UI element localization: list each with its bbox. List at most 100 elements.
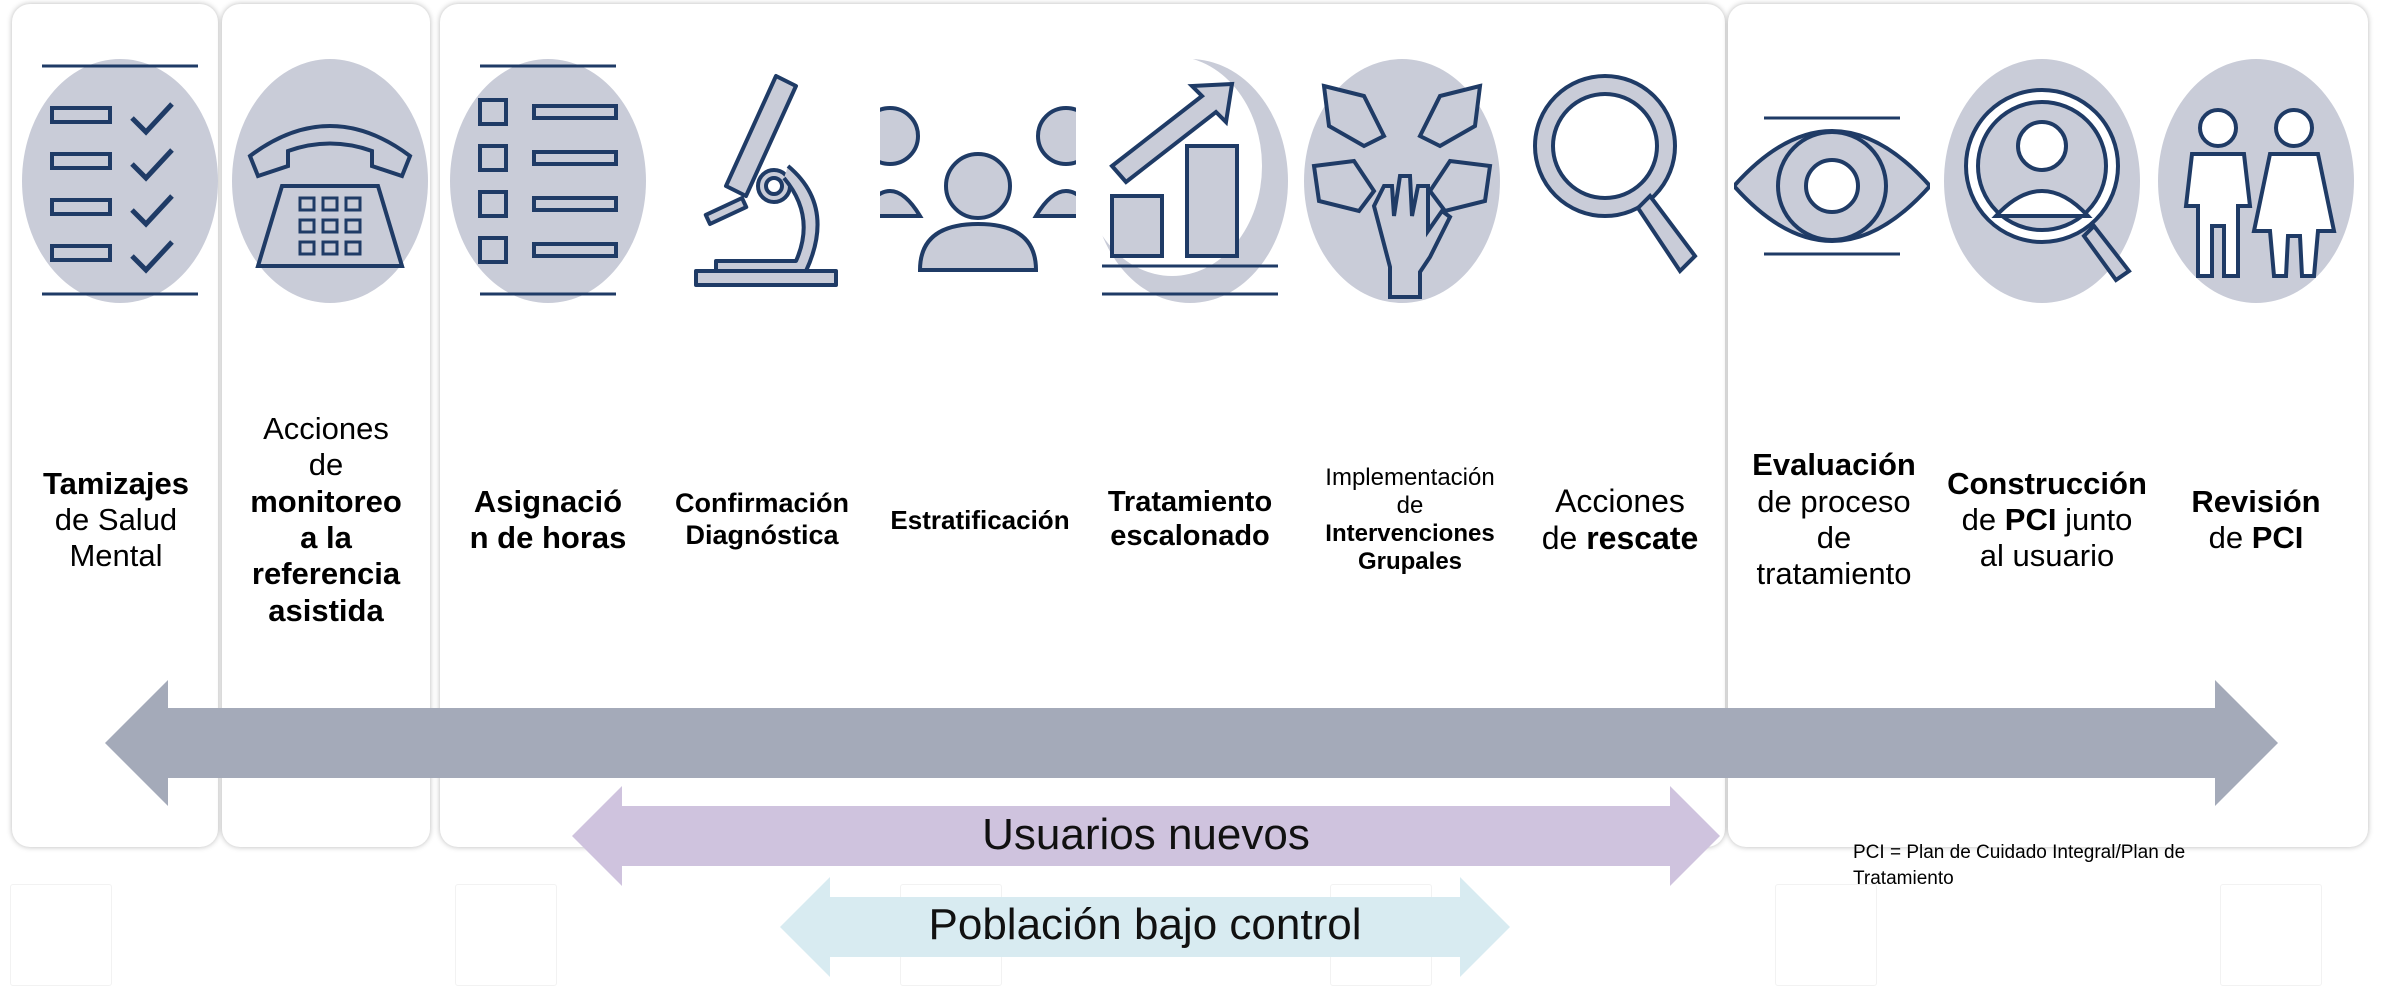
- usuarios-nuevos-arrow: [572, 786, 1720, 886]
- label-run: al usuario: [1979, 538, 2115, 574]
- label-line: Estratificación: [890, 505, 1069, 535]
- person-search-icon: [1944, 56, 2140, 306]
- label-line: monitoreo: [250, 484, 402, 520]
- poblacion-bajo-control-label: Población bajo control: [928, 900, 1362, 949]
- main-double-arrow: [105, 680, 2278, 806]
- label-bold-run: monitoreo: [250, 483, 402, 519]
- label-bold-run: n de horas: [469, 520, 627, 555]
- label-estratificacion: Estratificación: [878, 390, 1082, 650]
- growth-chart-icon: [1092, 56, 1288, 306]
- label-line: de PCI junto: [1947, 502, 2147, 538]
- label-bold-run: referencia: [251, 556, 401, 592]
- label-line: de: [1752, 520, 1916, 556]
- label-line: al usuario: [1947, 538, 2147, 574]
- hands-icon: [1304, 56, 1500, 326]
- poblacion-arrow: [780, 877, 1510, 977]
- label-line: de rescate: [1542, 520, 1699, 557]
- label-bold-run: Diagnóstica: [685, 520, 839, 550]
- label-bold-run: Revisión: [2191, 483, 2321, 519]
- label-line: Diagnóstica: [675, 520, 849, 552]
- label-bold-run: escalonado: [1110, 520, 1270, 552]
- label-bold-run: Asignació: [473, 483, 623, 519]
- label-run: Acciones: [1555, 482, 1685, 519]
- label-bold-run: Construcción: [1947, 465, 2147, 501]
- background-logo: [1775, 884, 1877, 986]
- label-run: de Salud: [54, 501, 178, 537]
- label-bold-run: Evaluación: [1752, 447, 1916, 483]
- usuarios-nuevos-label: Usuarios nuevos: [982, 810, 1310, 859]
- label-line: Grupales: [1325, 548, 1494, 576]
- label-bold-run: Grupales: [1357, 548, 1463, 576]
- label-run: de: [1396, 491, 1424, 519]
- label-run: Mental: [69, 538, 163, 574]
- label-line: de PCI: [2191, 520, 2320, 556]
- label-line: de: [250, 447, 402, 483]
- label-line: Revisión: [2191, 484, 2320, 520]
- label-run: de: [1816, 520, 1852, 555]
- label-bold-run: Confirmación: [674, 488, 849, 519]
- list-icon: [450, 56, 646, 306]
- label-line: Acciones: [250, 411, 402, 447]
- label-line: Acciones: [1542, 483, 1699, 520]
- background-logo: [10, 884, 112, 986]
- label-run: de: [1961, 501, 2005, 537]
- background-logo: [455, 884, 557, 986]
- label-bold-run: rescate: [1586, 520, 1699, 556]
- label-bold-run: Tamizajes: [43, 465, 189, 501]
- label-line: de: [1325, 492, 1494, 520]
- label-bold-run: PCI: [2004, 501, 2057, 537]
- label-line: Mental: [43, 538, 189, 574]
- label-run: Implementación: [1325, 463, 1495, 491]
- telephone-icon: [232, 56, 428, 306]
- label-bold-run: Tratamiento: [1107, 486, 1273, 519]
- label-line: Tratamiento: [1108, 486, 1272, 520]
- background-logo: [2220, 884, 2322, 986]
- label-line: Intervenciones: [1325, 520, 1494, 548]
- magnifier-icon: [1520, 56, 1716, 306]
- label-line: Asignació: [470, 484, 627, 520]
- label-line: Construcción: [1947, 466, 2147, 502]
- card-group-middle: [440, 4, 1725, 847]
- label-bold-run: asistida: [268, 592, 384, 628]
- label-line: referencia: [250, 556, 402, 592]
- label-bold-run: Estratificación: [890, 504, 1070, 535]
- label-bold-run: Intervenciones: [1325, 520, 1495, 547]
- eye-icon: [1734, 56, 1930, 306]
- checklist-icon: [22, 56, 218, 306]
- label-line: escalonado: [1108, 520, 1272, 554]
- label-line: de proceso: [1752, 484, 1916, 520]
- label-line: Implementación: [1325, 464, 1494, 492]
- label-run: tratamiento: [1756, 556, 1912, 592]
- label-bold-run: PCI: [2251, 520, 2304, 555]
- label-run: de: [1541, 520, 1587, 556]
- microscope-icon: [676, 56, 846, 306]
- label-line: Evaluación: [1752, 447, 1916, 483]
- label-line: asistida: [250, 593, 402, 629]
- label-run: de: [308, 447, 344, 483]
- label-bold-run: a la: [300, 520, 352, 555]
- label-run: junto: [2056, 501, 2133, 537]
- label-line: a la: [250, 520, 402, 556]
- label-line: de Salud: [43, 502, 189, 538]
- label-run: Acciones: [263, 411, 389, 447]
